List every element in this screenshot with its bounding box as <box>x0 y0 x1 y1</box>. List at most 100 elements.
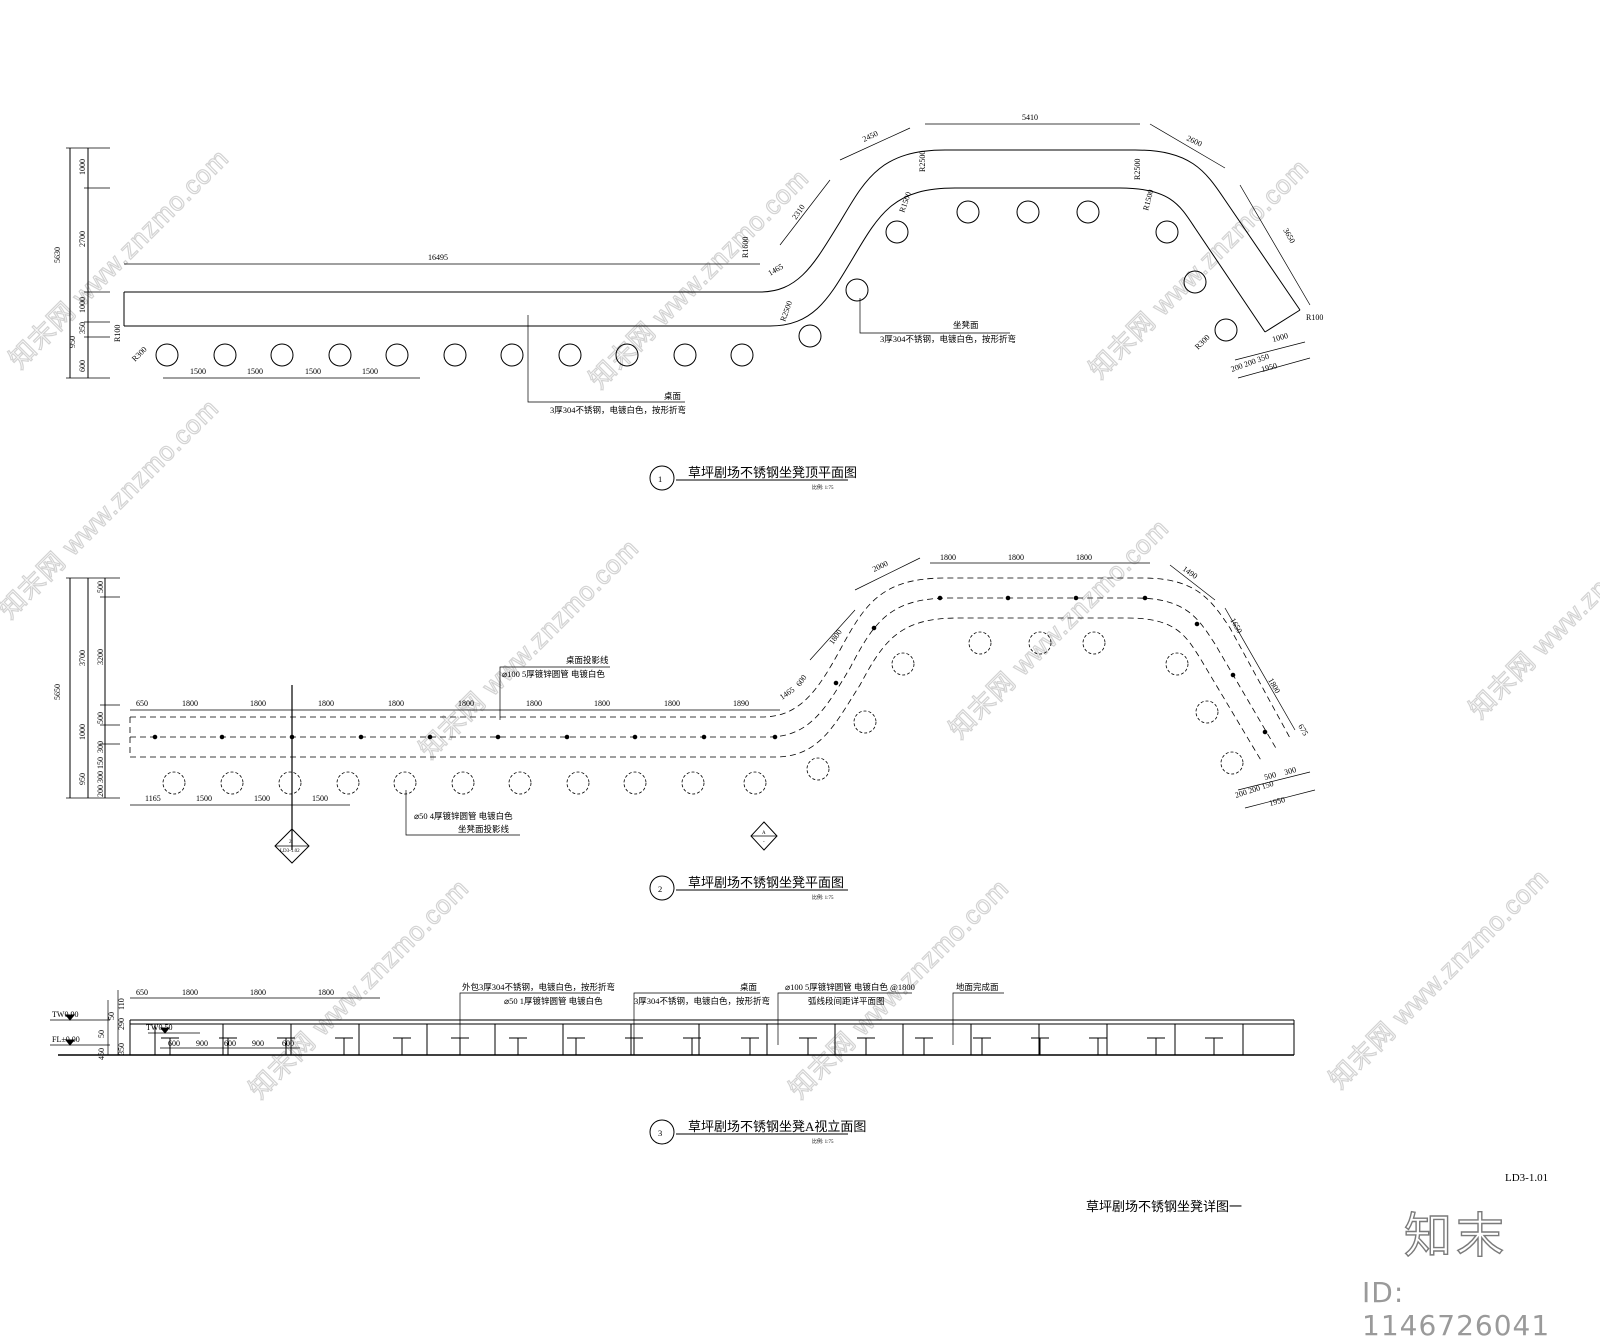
seat-circle <box>1082 631 1106 655</box>
seat-circle <box>213 343 237 367</box>
post <box>833 680 839 686</box>
seat-circle <box>1016 200 1040 224</box>
callout-label: 桌面 <box>664 391 682 401</box>
dim-label: 1000 <box>78 297 87 313</box>
dim-label: 950 <box>78 773 87 785</box>
dim-label: 1465 <box>778 685 796 702</box>
watermark: 知末网 www.znzmo.com <box>1323 863 1554 1094</box>
dim-label: 1800 <box>940 553 956 562</box>
dim-label: 1500 <box>305 367 321 376</box>
dim-label: 2700 <box>78 231 87 247</box>
view1-top-plan <box>66 123 1311 403</box>
dim-label: 1800 <box>318 699 334 708</box>
callout-label: 桌面投影线 <box>566 655 609 665</box>
post <box>152 734 158 740</box>
dim-label: 50 <box>97 1030 106 1038</box>
seat-circle <box>500 343 524 367</box>
post <box>1194 621 1200 627</box>
dim-label: 950 <box>68 336 77 348</box>
post <box>564 734 570 740</box>
seat-circle <box>278 771 302 795</box>
seat-circle <box>681 771 705 795</box>
view-number-badge <box>649 875 675 901</box>
dim-label: 1000 <box>78 159 87 175</box>
dim-label: 1950 <box>1268 795 1286 808</box>
dim-label: 3700 <box>78 650 87 666</box>
view-title: 草坪剧场不锈钢坐凳顶平面图 <box>688 465 857 480</box>
note-line1: 地面完成面 <box>956 982 999 992</box>
dim-label: 350 <box>78 322 87 334</box>
dim-label: 900 <box>196 1039 208 1048</box>
seat-circle <box>730 343 754 367</box>
seat-circle <box>806 757 830 781</box>
post <box>358 734 364 740</box>
seat-circle <box>891 652 915 676</box>
view2-plan <box>66 557 1316 864</box>
seat-circle <box>566 771 590 795</box>
section-tag-bottom: LD3-1.02 <box>280 849 300 854</box>
post <box>1005 595 1011 601</box>
seat-circle <box>743 771 767 795</box>
post <box>632 734 638 740</box>
radius-tag: R2500 <box>1133 159 1142 180</box>
dim-label: 1650 <box>1228 617 1244 635</box>
radius-tag: R300 <box>130 345 149 364</box>
seat-circle <box>393 771 417 795</box>
callout-spec: 3厚304不锈钢，电镀白色，按形折弯 <box>880 334 1016 344</box>
seat-circle <box>956 200 980 224</box>
callout-label: 坐凳面投影线 <box>458 824 510 834</box>
desk-outline <box>124 149 1301 311</box>
view3-posts <box>154 1024 1244 1055</box>
seat-circle <box>1195 700 1219 724</box>
dim-label: 1800 <box>250 699 266 708</box>
section-tag <box>274 828 310 864</box>
seat-circle <box>443 343 467 367</box>
dim-label: 2450 <box>861 129 879 144</box>
dim-label: 1000 <box>1271 331 1289 344</box>
dim-label: 500 <box>96 712 105 724</box>
dim-label: 1465 <box>767 262 785 278</box>
watermark: 知末网 www.znzmo.com <box>943 513 1174 744</box>
seat-circle <box>1220 751 1244 775</box>
view-scale: 比例: 1:75 <box>812 894 834 901</box>
callout-spec: ⌀100 5厚镀锌圆管 电镀白色 <box>502 669 605 679</box>
view-scale: 比例: 1:75 <box>812 484 834 491</box>
watermark: 知末网 www.znzmo.com <box>1463 493 1600 724</box>
dim-label: 3650 <box>1281 227 1297 245</box>
watermark: 知末网 www.znzmo.com <box>243 873 474 1104</box>
radius-tag: R100 <box>113 325 122 342</box>
seat-circle <box>845 278 869 302</box>
seat-circle <box>336 771 360 795</box>
post <box>1142 595 1148 601</box>
desk-outline-inner <box>124 187 1266 333</box>
dim-label: 1500 <box>254 794 270 803</box>
view2-text: 5650 3700 1000 950 500 3200 500 300 200 … <box>53 553 1310 901</box>
dim-label: 450 <box>97 1048 106 1060</box>
dim-label: 2000 <box>871 559 889 574</box>
seat-circle <box>558 343 582 367</box>
post-row <box>152 595 1268 740</box>
watermark: 知末网 www.znzmo.com <box>0 393 224 624</box>
dim-label: 600 <box>168 1039 180 1048</box>
seat-row <box>155 200 1238 367</box>
seat-circle <box>385 343 409 367</box>
overall-dim: 5630 <box>53 247 62 263</box>
post <box>427 734 433 740</box>
dim-label: 290 <box>117 1018 126 1030</box>
dim-label: 600 <box>282 1039 294 1048</box>
dim-label: 500 <box>1263 770 1277 782</box>
dim-label: 600 <box>224 1039 236 1048</box>
dim-label: 110 <box>117 998 126 1010</box>
section-tag-bottom: - <box>763 840 765 845</box>
note-line2: ⌀50 1厚镀锌圆管 电镀白色 <box>504 996 603 1006</box>
seat-circle <box>1076 200 1100 224</box>
dim-label: 1800 <box>664 699 680 708</box>
seat-circle <box>508 771 532 795</box>
dim-label: 300 <box>96 741 105 753</box>
dim-label: 1800 <box>827 628 844 646</box>
radius-tag: R1500 <box>1141 189 1155 212</box>
image-id: ID: 1146726041 <box>1362 1276 1551 1342</box>
view-title: 草坪剧场不锈钢坐凳平面图 <box>688 875 844 890</box>
dim-label: 1800 <box>388 699 404 708</box>
